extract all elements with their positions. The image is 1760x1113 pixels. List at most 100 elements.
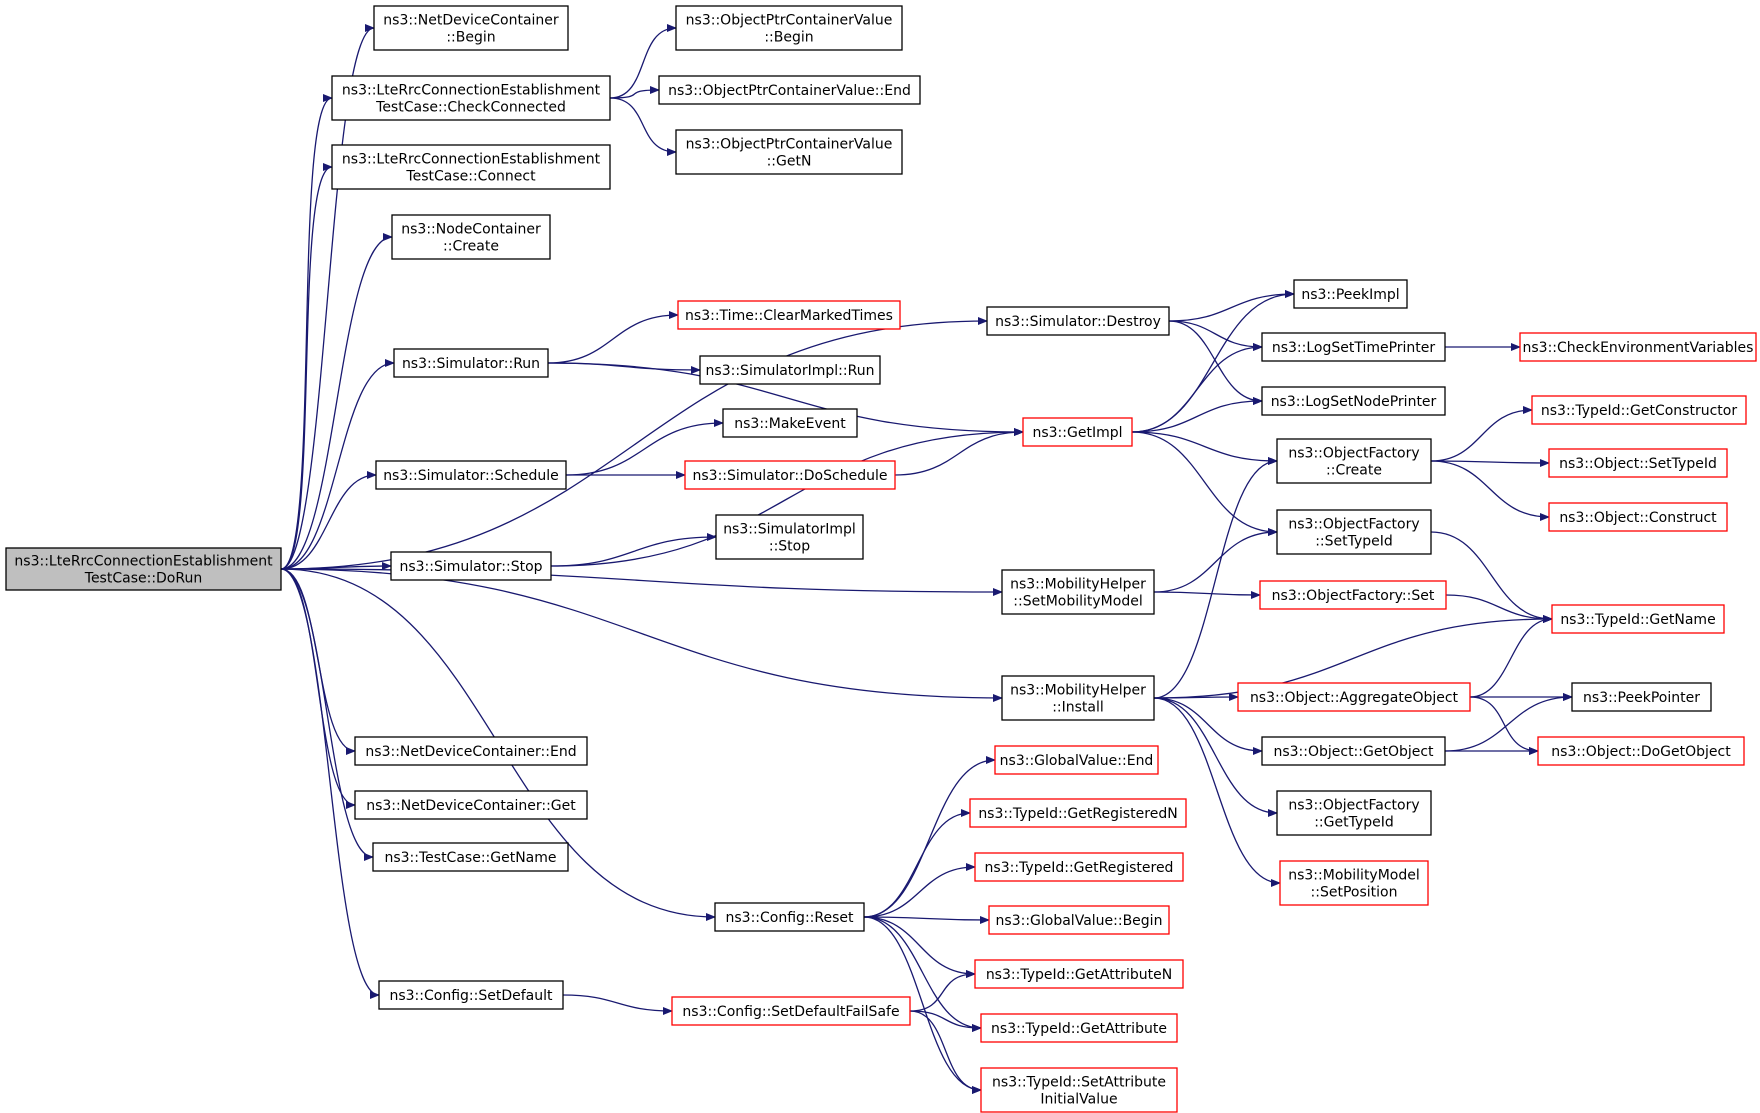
node-label: ns3::Object::GetObject	[1273, 744, 1434, 760]
node-check-env[interactable]: ns3::CheckEnvironmentVariables	[1519, 332, 1757, 362]
node-label: TestCase::Connect	[405, 169, 536, 185]
node-connect[interactable]: ns3::LteRrcConnectionEstablishmentTestCa…	[331, 144, 611, 190]
node-box	[1293, 279, 1408, 309]
edge-sim-run-to-getimpl	[547, 362, 1024, 436]
node-box	[375, 460, 567, 490]
node-box	[1537, 736, 1745, 766]
node-sim-destroy[interactable]: ns3::Simulator::Destroy	[986, 306, 1170, 336]
node-label: ns3::SimulatorImpl	[723, 522, 856, 538]
node-sim-doschedule[interactable]: ns3::Simulator::DoSchedule	[684, 460, 896, 490]
node-logsettime[interactable]: ns3::LogSetTimePrinter	[1261, 332, 1446, 362]
node-nc-create[interactable]: ns3::NodeContainer::Create	[391, 214, 551, 260]
node-ndc-get[interactable]: ns3::NetDeviceContainer::Get	[354, 790, 588, 820]
node-mm-setpos[interactable]: ns3::MobilityModel::SetPosition	[1279, 860, 1429, 906]
edge-root-to-mh-install	[280, 568, 1003, 702]
node-getimpl[interactable]: ns3::GetImpl	[1022, 417, 1133, 447]
edge-getimpl-to-logsetnode	[1131, 397, 1263, 433]
node-label: ns3::ObjectPtrContainerValue	[686, 13, 893, 29]
node-simimpl-run[interactable]: ns3::SimulatorImpl::Run	[699, 355, 881, 385]
node-label: TestCase::DoRun	[84, 571, 202, 587]
node-ndc-begin[interactable]: ns3::NetDeviceContainer::Begin	[373, 5, 569, 51]
node-check-connected[interactable]: ns3::LteRrcConnectionEstablishmentTestCa…	[331, 75, 611, 121]
node-box	[354, 736, 588, 766]
node-of-set[interactable]: ns3::ObjectFactory::Set	[1259, 580, 1447, 610]
node-box	[722, 408, 858, 438]
node-box	[1261, 736, 1446, 766]
node-gv-begin[interactable]: ns3::GlobalValue::Begin	[988, 905, 1170, 935]
node-optr-getn[interactable]: ns3::ObjectPtrContainerValue::GetN	[675, 129, 903, 175]
node-tid-getattr[interactable]: ns3::TypeId::GetAttribute	[980, 1013, 1178, 1043]
node-box	[1571, 682, 1712, 712]
node-obj-settypeid[interactable]: ns3::Object::SetTypeId	[1548, 448, 1728, 478]
node-peekimpl[interactable]: ns3::PeekImpl	[1293, 279, 1408, 309]
node-of-gettypeid[interactable]: ns3::ObjectFactory::GetTypeId	[1276, 790, 1432, 836]
node-simimpl-stop[interactable]: ns3::SimulatorImpl::Stop	[715, 514, 864, 560]
node-obj-construct[interactable]: ns3::Object::Construct	[1548, 502, 1728, 532]
node-tid-getreg[interactable]: ns3::TypeId::GetRegistered	[974, 852, 1184, 882]
node-optr-end[interactable]: ns3::ObjectPtrContainerValue::End	[658, 75, 921, 105]
node-tid-getctor[interactable]: ns3::TypeId::GetConstructor	[1531, 395, 1747, 425]
node-label: ns3::Config::SetDefault	[389, 988, 553, 1004]
node-label: ns3::GetImpl	[1032, 425, 1122, 441]
node-of-settypeid[interactable]: ns3::ObjectFactory::SetTypeId	[1276, 509, 1432, 555]
node-tid-getattrn[interactable]: ns3::TypeId::GetAttributeN	[974, 959, 1184, 989]
node-mh-install[interactable]: ns3::MobilityHelper::Install	[1001, 675, 1155, 721]
node-mh-setmob[interactable]: ns3::MobilityHelper::SetMobilityModel	[1001, 569, 1155, 615]
node-sim-schedule[interactable]: ns3::Simulator::Schedule	[375, 460, 567, 490]
edge-cfg-reset-to-gv-begin	[863, 915, 990, 924]
edge-sim-schedule-to-make-event	[565, 419, 724, 476]
node-cfg-reset[interactable]: ns3::Config::Reset	[714, 902, 865, 932]
node-box	[1519, 332, 1757, 362]
node-label: ns3::Simulator::Run	[402, 356, 540, 372]
node-box	[331, 75, 611, 121]
edge-root-to-sim-run	[280, 359, 395, 570]
node-cfg-setdefault[interactable]: ns3::Config::SetDefault	[378, 980, 564, 1010]
node-logsetnode[interactable]: ns3::LogSetNodePrinter	[1261, 386, 1446, 416]
node-box	[1276, 509, 1432, 555]
node-peekpointer[interactable]: ns3::PeekPointer	[1571, 682, 1712, 712]
node-sim-run[interactable]: ns3::Simulator::Run	[393, 348, 549, 378]
node-ndc-end[interactable]: ns3::NetDeviceContainer::End	[354, 736, 588, 766]
edge-sim-destroy-to-peekimpl	[1168, 290, 1295, 322]
edge-cfg-setdefault-to-cfg-setdefaultfs	[562, 994, 673, 1015]
edge-check-connected-to-optr-getn	[609, 97, 677, 156]
edge-sim-doschedule-to-getimpl	[894, 428, 1024, 476]
edge-mh-install-to-obj-getobject	[1153, 697, 1263, 755]
edge-root-to-cfg-setdefault	[280, 568, 380, 999]
node-box	[1276, 438, 1432, 484]
node-tid-getname[interactable]: ns3::TypeId::GetName	[1551, 604, 1725, 634]
edge-obj-aggregate-to-obj-dogetobject	[1469, 696, 1539, 755]
node-label: ns3::Time::ClearMarkedTimes	[685, 308, 893, 324]
node-of-create[interactable]: ns3::ObjectFactory::Create	[1276, 438, 1432, 484]
edge-root-to-sim-schedule	[280, 471, 377, 570]
node-label: ns3::GlobalValue::End	[1000, 753, 1154, 769]
node-obj-aggregate[interactable]: ns3::Object::AggregateObject	[1237, 682, 1471, 712]
node-tid-getregn[interactable]: ns3::TypeId::GetRegisteredN	[969, 798, 1187, 828]
node-tc-getname[interactable]: ns3::TestCase::GetName	[372, 842, 569, 872]
node-box	[684, 460, 896, 490]
node-obj-dogetobject[interactable]: ns3::Object::DoGetObject	[1537, 736, 1745, 766]
node-box	[378, 980, 564, 1010]
edge-of-create-to-tid-getctor	[1430, 406, 1533, 462]
node-root[interactable]: ns3::LteRrcConnectionEstablishmentTestCa…	[5, 547, 282, 591]
node-label: ns3::Simulator::Destroy	[995, 314, 1161, 330]
node-cfg-setdefaultfs[interactable]: ns3::Config::SetDefaultFailSafe	[671, 996, 911, 1026]
node-box	[1001, 569, 1155, 615]
node-make-event[interactable]: ns3::MakeEvent	[722, 408, 858, 438]
node-box	[671, 996, 911, 1026]
node-gv-end[interactable]: ns3::GlobalValue::End	[994, 745, 1159, 775]
edge-check-connected-to-optr-begin	[609, 24, 677, 99]
edge-root-to-mh-setmob	[280, 568, 1003, 596]
node-time-clear[interactable]: ns3::Time::ClearMarkedTimes	[677, 300, 901, 330]
edge-cfg-reset-to-tid-getreg	[863, 863, 976, 918]
node-optr-begin[interactable]: ns3::ObjectPtrContainerValue::Begin	[675, 5, 903, 51]
node-sim-stop[interactable]: ns3::Simulator::Stop	[390, 551, 552, 581]
edge-getimpl-to-logsettime	[1131, 343, 1263, 433]
edge-root-to-sim-destroy	[280, 317, 988, 570]
node-obj-getobject[interactable]: ns3::Object::GetObject	[1261, 736, 1446, 766]
node-label: ns3::LogSetNodePrinter	[1271, 394, 1437, 410]
node-label: ns3::TypeId::GetAttribute	[991, 1021, 1167, 1037]
node-label: ns3::PeekPointer	[1583, 690, 1700, 706]
node-label: ::GetTypeId	[1314, 815, 1394, 831]
